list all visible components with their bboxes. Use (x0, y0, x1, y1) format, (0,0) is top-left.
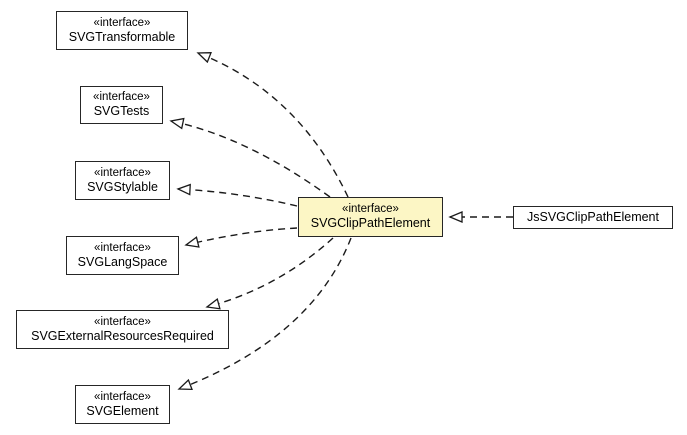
stereotype-label: «interface» (94, 166, 151, 179)
edge-to-svgexternalresourcesrequired (205, 237, 334, 310)
stereotype-label: «interface» (94, 390, 151, 403)
stereotype-label: «interface» (94, 315, 151, 328)
class-name: JsSVGClipPathElement (526, 209, 659, 224)
node-svglangspace[interactable]: «interface» SVGLangSpace (66, 236, 179, 275)
class-name: SVGElement (86, 403, 159, 418)
edge-to-svglangspace (184, 227, 298, 248)
class-name: SVGClipPathElement (310, 216, 431, 231)
edge-to-svgelement (177, 237, 352, 391)
edge-to-svgtransformable (196, 52, 349, 198)
class-name: SVGExternalResourcesRequired (31, 328, 214, 343)
stereotype-label: «interface» (94, 241, 151, 254)
stereotype-label: «interface» (342, 203, 399, 216)
stereotype-label: «interface» (93, 16, 151, 29)
node-svgclippathelement[interactable]: «interface» SVGClipPathElement (298, 197, 443, 237)
edge-to-svgtests (169, 117, 331, 198)
node-svgtests[interactable]: «interface» SVGTests (80, 86, 163, 124)
class-name: SVGTests (93, 104, 150, 119)
node-svgtransformable[interactable]: «interface» SVGTransformable (56, 11, 188, 50)
class-name: SVGStylable (87, 179, 158, 194)
stereotype-label: «interface» (93, 91, 150, 104)
node-jssvgclippathelement[interactable]: JsSVGClipPathElement (513, 206, 673, 229)
node-svgelement[interactable]: «interface» SVGElement (75, 385, 170, 424)
class-name: SVGTransformable (68, 29, 176, 44)
node-svgexternalresourcesrequired[interactable]: «interface» SVGExternalResourcesRequired (16, 310, 229, 349)
node-svgstylable[interactable]: «interface» SVGStylable (75, 161, 170, 200)
class-name: SVGLangSpace (77, 254, 168, 269)
edge-to-svgstylable (176, 183, 298, 207)
